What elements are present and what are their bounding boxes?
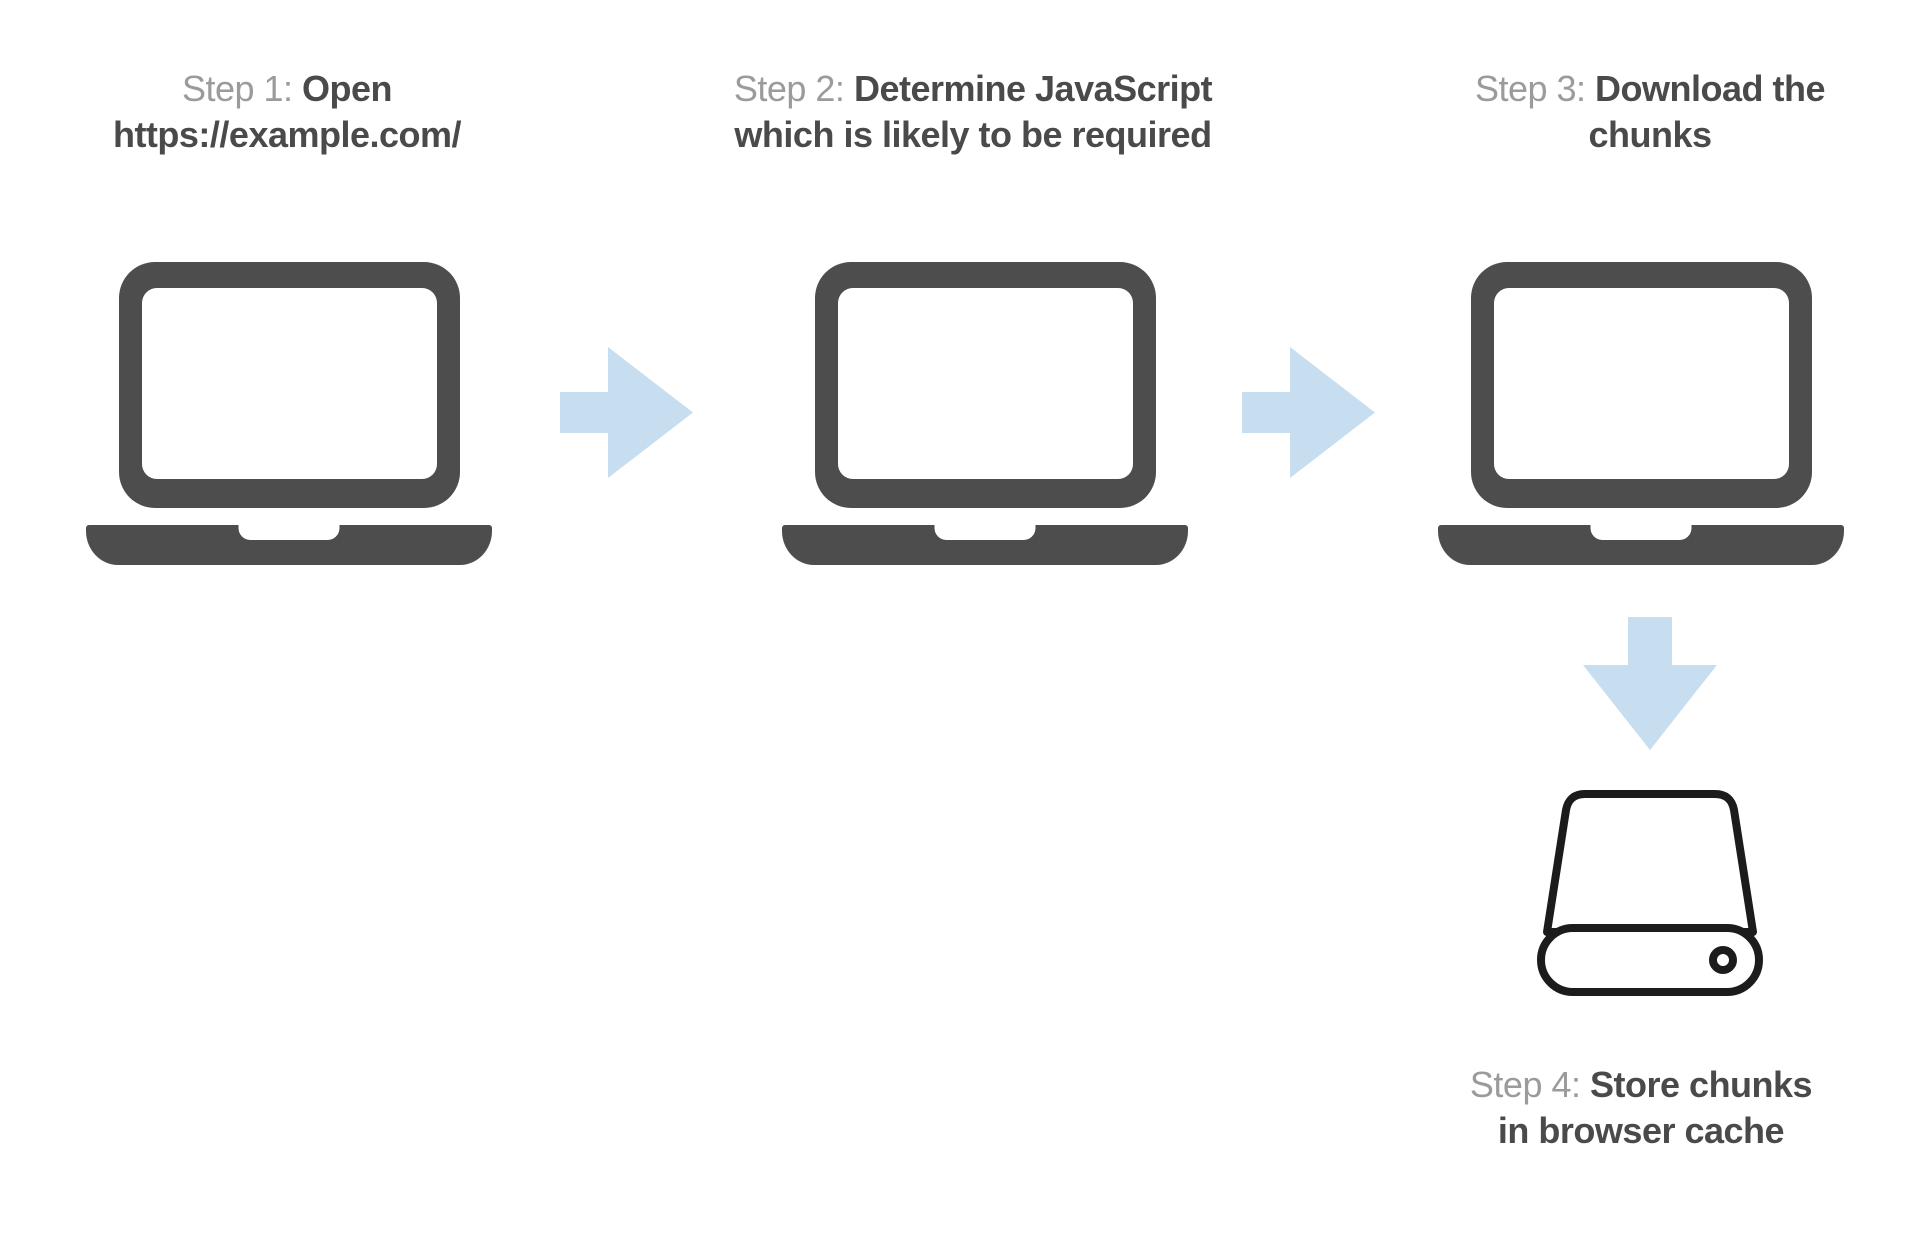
laptop-base (86, 525, 492, 565)
step-3-caption: Step 3: Download the chunks (1474, 66, 1826, 158)
step-3-label: Step 3: (1474, 68, 1586, 109)
step-1-title-line-1: Open (302, 68, 393, 109)
arrow-right-icon (560, 347, 693, 478)
laptop-base-notch (934, 525, 1036, 540)
step-2-title-line-2: which is likely to be required (734, 114, 1212, 155)
arrow-right-icon (1242, 347, 1375, 478)
laptop-icon (782, 262, 1188, 565)
laptop-base-notch (238, 525, 340, 540)
step-2-label: Step 2: (733, 68, 845, 109)
laptop-screen-glass (1493, 288, 1789, 479)
step-1-label: Step 1: (181, 68, 293, 109)
laptop-base (782, 525, 1188, 565)
laptop-icon (1438, 262, 1844, 565)
step-3-title-line-1: Download the (1595, 68, 1826, 109)
step-4-title-line-2: in browser cache (1497, 1110, 1785, 1151)
step-2-caption: Step 2: Determine JavaScript which is li… (733, 66, 1213, 158)
laptop-screen (814, 262, 1156, 508)
step-3-title-line-2: chunks (1588, 114, 1712, 155)
laptop-base (1438, 525, 1844, 565)
step-1-caption: Step 1: Open https://example.com/ (112, 66, 462, 158)
arrow-down-icon (1583, 617, 1717, 750)
hard-drive-icon (1535, 786, 1767, 1004)
step-4-title-line-1: Store chunks (1590, 1064, 1813, 1105)
step-4-caption: Step 4: Store chunks in browser cache (1469, 1062, 1813, 1154)
step-2-title-line-1: Determine JavaScript (853, 68, 1213, 109)
step-4-label: Step 4: (1469, 1064, 1581, 1105)
laptop-screen-glass (141, 288, 437, 479)
laptop-base-notch (1590, 525, 1692, 540)
laptop-screen-glass (837, 288, 1133, 479)
step-1-title-line-2: https://example.com/ (112, 114, 462, 155)
laptop-icon (86, 262, 492, 565)
laptop-screen (118, 262, 460, 508)
laptop-screen (1470, 262, 1812, 508)
